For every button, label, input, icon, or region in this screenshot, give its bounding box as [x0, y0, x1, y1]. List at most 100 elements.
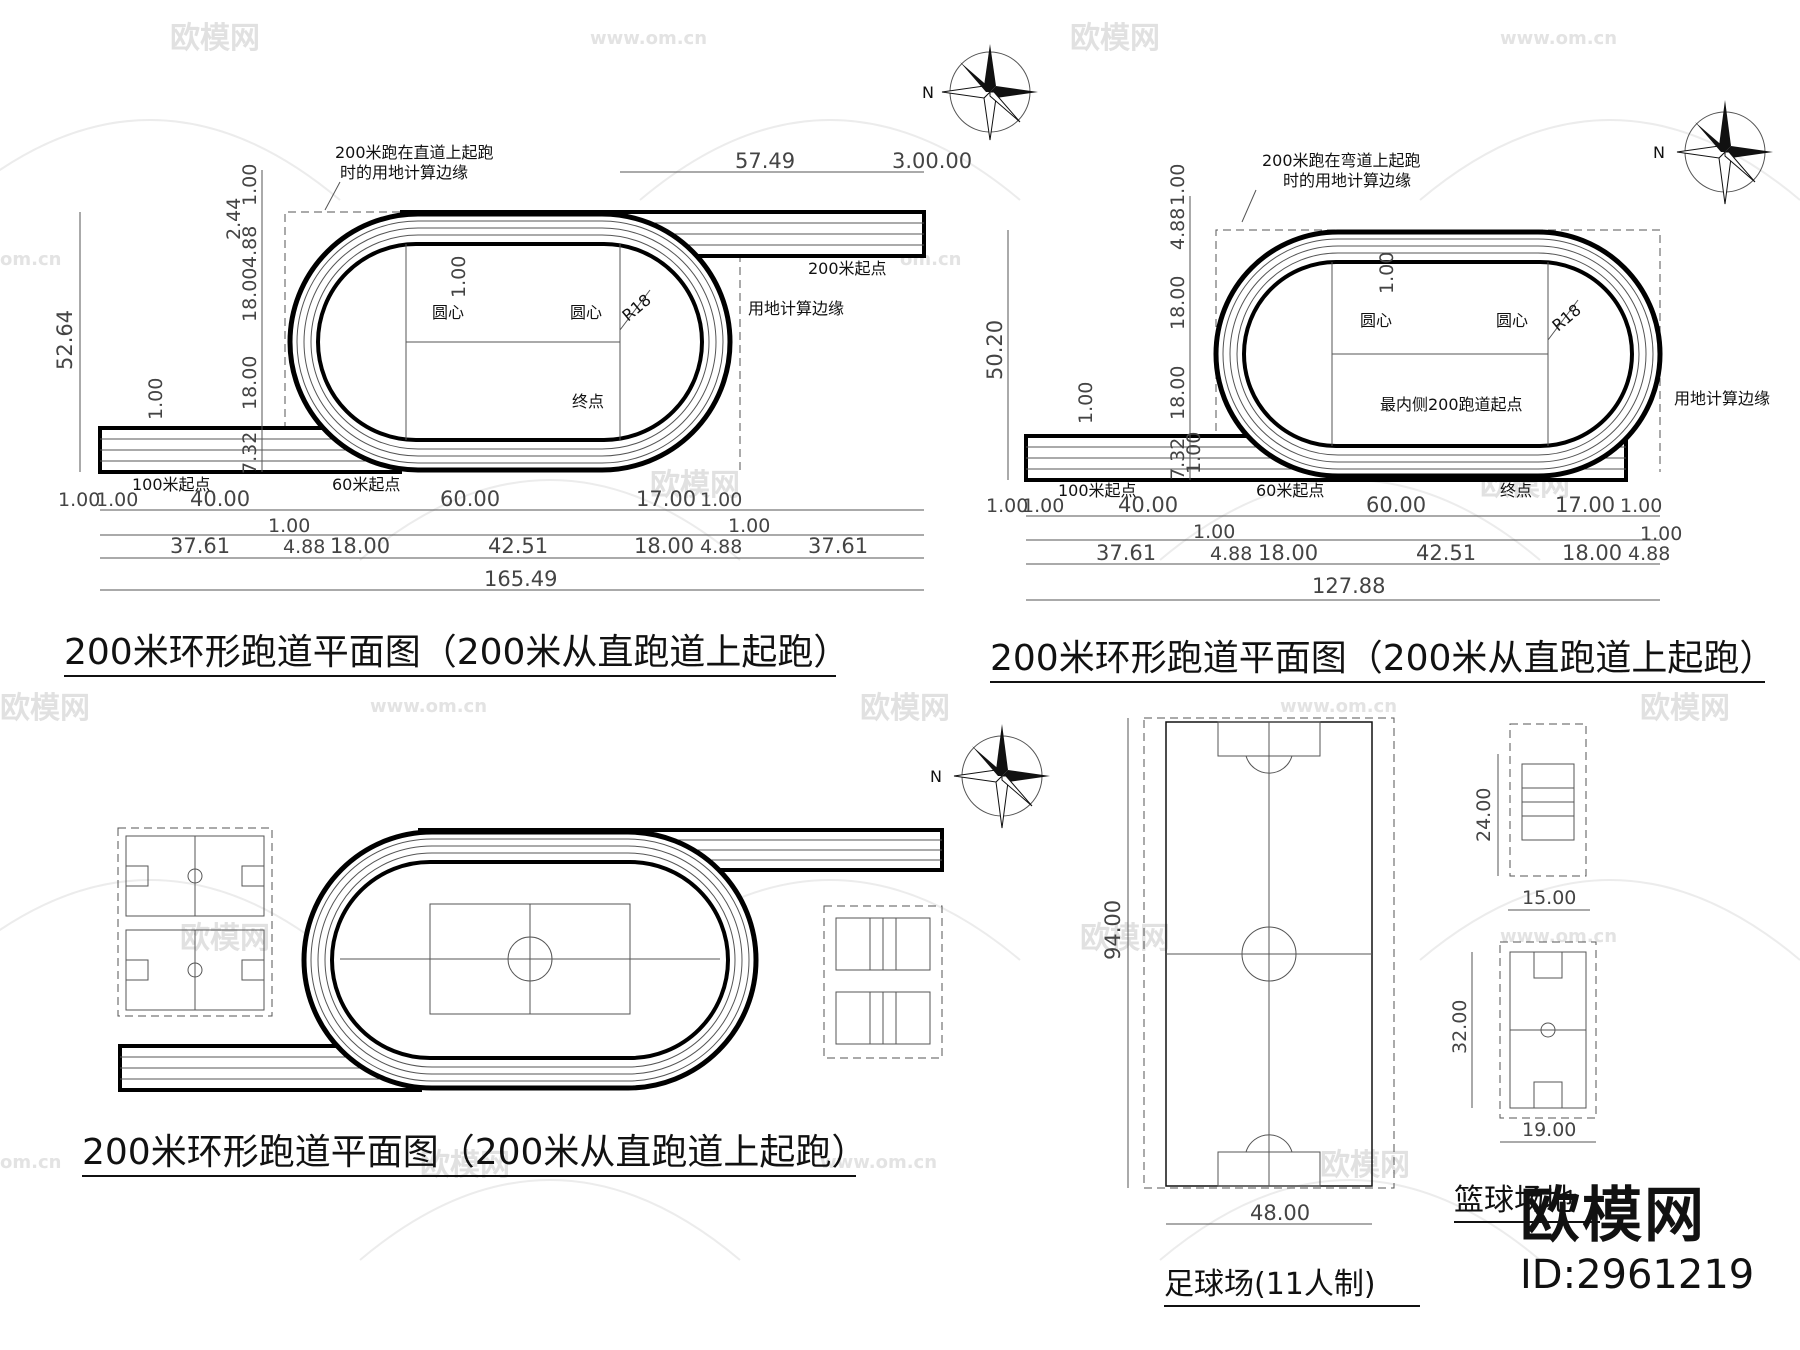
watermark-url: om.cn — [0, 249, 61, 270]
center-label-right: 圆心 — [1496, 311, 1528, 330]
track-plan-1: 200米跑在直道上起跑 时的用地计算边缘 圆心 圆心 R18 终点 200米起点… — [53, 143, 972, 677]
center-label-left: 圆心 — [432, 303, 464, 322]
brand-name: 欧模网 — [1520, 1181, 1706, 1251]
dim-v5: 18.00 — [239, 356, 261, 410]
dim-r3-c: 18.00 — [1258, 541, 1318, 565]
dim-r1-a: 1.00 — [986, 495, 1028, 517]
dim-r1-c: 40.00 — [190, 487, 250, 511]
dim-r2-a: 1.00 — [268, 515, 310, 537]
court-width-dim: 19.00 — [1522, 1119, 1576, 1141]
start-200-label: 200米起点 — [808, 259, 887, 278]
track-plan-3: 200米环形跑道平面图（200米从直跑道上起跑） — [82, 827, 944, 1177]
dim-height: 52.64 — [53, 310, 77, 370]
dim-top-length: 57.49 — [735, 149, 795, 173]
start-60-label: 60米起点 — [1256, 481, 1324, 500]
dim-v7: 7.32 — [1167, 438, 1189, 480]
football-title: 足球场(11人制) — [1164, 1267, 1376, 1302]
watermark-url: www.om.cn — [1500, 28, 1617, 49]
dim-r3-a: 37.61 — [170, 534, 230, 558]
dim-v8: 1.00 — [1183, 432, 1205, 474]
plan-3-title: 200米环形跑道平面图（200米从直跑道上起跑） — [82, 1132, 867, 1173]
dim-r1-e: 17.00 — [1555, 493, 1615, 517]
watermark-layer: 欧模网 www.om.cn 欧模网 www.om.cn om.cn 欧模网 om… — [0, 21, 1800, 1261]
dim-v6: 1.00 — [1075, 382, 1097, 424]
dim-r3-e: 18.00 — [634, 534, 694, 558]
watermark-brand: 欧模网 — [1320, 1148, 1410, 1183]
north-label: N — [922, 83, 934, 102]
watermark-url: www.om.cn — [370, 696, 487, 717]
dim-r3-g: 37.61 — [808, 534, 868, 558]
dim-r1-d: 60.00 — [440, 487, 500, 511]
field-height-dim: 94.00 — [1101, 900, 1125, 960]
brand-id: ID:2961219 — [1520, 1252, 1754, 1298]
basketball-courts: 24.00 15.00 32.00 19.00 篮球场地 — [1449, 723, 1600, 1223]
dim-r1-f: 1.00 — [700, 489, 742, 511]
track-plan-2: 200米跑在弯道上起跑 时的用地计算边缘 圆心 圆心 R18 最内侧200跑道起… — [983, 151, 1775, 683]
dim-v5: 1.00 — [1376, 252, 1398, 294]
dim-r3-d: 42.51 — [488, 534, 548, 558]
dim-r3-f: 4.88 — [1628, 543, 1670, 565]
basketball-court-pair — [117, 827, 273, 1017]
dim-r2-b: 1.00 — [1640, 523, 1682, 545]
watermark-url: www.om.cn — [820, 1152, 937, 1173]
brand-block: 欧模网 ID:2961219 — [1520, 1181, 1754, 1298]
center-label-right: 圆心 — [570, 303, 602, 322]
dim-r1-b: 1.00 — [96, 489, 138, 511]
center-label-left: 圆心 — [1360, 311, 1392, 330]
watermark-url: om.cn — [0, 1152, 61, 1173]
watermark-brand: 欧模网 — [1080, 921, 1170, 956]
inner-start-label: 最内侧200跑道起点 — [1380, 395, 1523, 414]
dim-v2: 1.00 — [1167, 164, 1189, 206]
dim-r1-e: 17.00 — [636, 487, 696, 511]
note-line-2: 时的用地计算边缘 — [340, 163, 468, 182]
dim-v1: 2.44 — [223, 198, 245, 240]
dim-r3-f: 4.88 — [700, 536, 742, 558]
dim-r1-a: 1.00 — [58, 489, 100, 511]
compass-rose-1: N — [922, 44, 1038, 141]
watermark-url: www.om.cn — [1500, 926, 1617, 947]
dim-r3-b: 4.88 — [1210, 543, 1252, 565]
dim-total: 165.49 — [484, 567, 557, 591]
watermark-url: www.om.cn — [1280, 696, 1397, 717]
dim-r1-f: 1.00 — [1620, 495, 1662, 517]
basketball-title: 篮球场地 — [1454, 1183, 1574, 1218]
start-60-label: 60米起点 — [332, 475, 400, 494]
dim-v8: 1.00 — [448, 256, 470, 298]
dim-v3: 18.00 — [1167, 276, 1189, 330]
watermark-brand: 欧模网 — [1070, 21, 1160, 56]
compass-rose-2: N — [1653, 100, 1773, 205]
start-100-label: 100米起点 — [1058, 481, 1137, 500]
volleyball-court-pair — [823, 905, 943, 1059]
court-height-dim: 32.00 — [1449, 1000, 1471, 1054]
plan-1-title: 200米环形跑道平面图（200米从直跑道上起跑） — [64, 632, 849, 673]
boundary-label: 用地计算边缘 — [1674, 389, 1770, 408]
north-label: N — [1653, 143, 1665, 162]
dim-r1-b: 1.00 — [1022, 495, 1064, 517]
football-field: 94.00 48.00 足球场(11人制) — [1101, 717, 1420, 1307]
dim-v1: 4.88 — [1167, 208, 1189, 250]
watermark-brand: 欧模网 — [180, 921, 270, 956]
dim-r3-b: 4.88 — [283, 536, 325, 558]
volley-height-dim: 24.00 — [1473, 788, 1495, 842]
dim-height: 50.20 — [983, 320, 1007, 380]
dim-v4: 18.00 — [239, 268, 261, 322]
dim-v6: 7.32 — [239, 432, 261, 474]
dim-r3-e: 18.00 — [1562, 541, 1622, 565]
watermark-brand: 欧模网 — [1640, 691, 1730, 726]
boundary-label: 用地计算边缘 — [748, 299, 844, 318]
dim-r3-a: 37.61 — [1096, 541, 1156, 565]
watermark-url: www.om.cn — [590, 28, 707, 49]
finish-label: 终点 — [1500, 481, 1532, 500]
dim-v3: 4.88 — [239, 226, 261, 268]
compass-rose-3: N — [930, 724, 1050, 829]
dim-r1-c: 40.00 — [1118, 493, 1178, 517]
dim-v2: 1.00 — [239, 164, 261, 206]
note-line-2: 时的用地计算边缘 — [1283, 171, 1411, 190]
dim-r3-c: 18.00 — [330, 534, 390, 558]
dim-r2-b: 1.00 — [728, 515, 770, 537]
note-line-1: 200米跑在弯道上起跑 — [1262, 151, 1421, 170]
watermark-brand: 欧模网 — [0, 691, 90, 726]
watermark-brand: 欧模网 — [170, 21, 260, 56]
north-label: N — [930, 767, 942, 786]
